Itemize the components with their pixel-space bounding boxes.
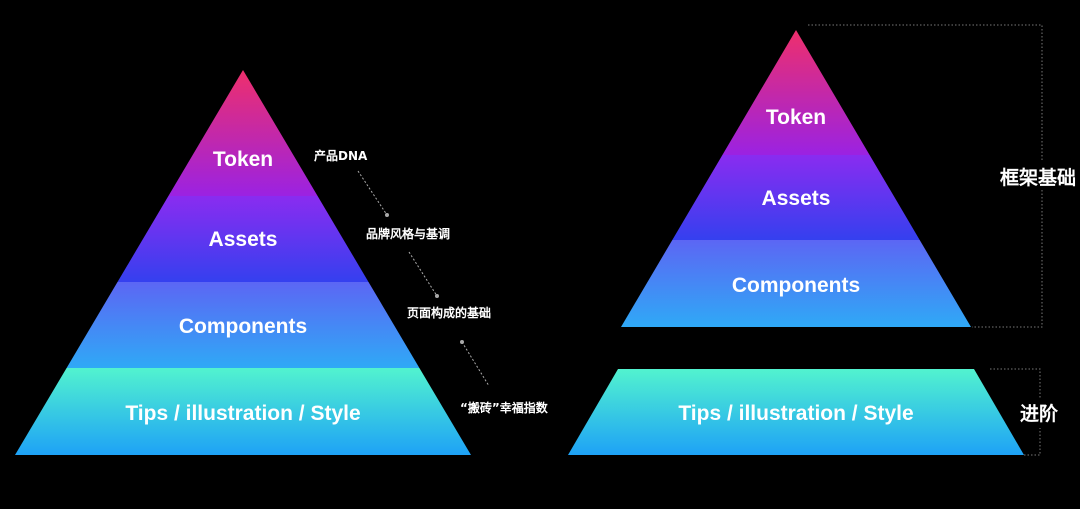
connector-dot	[385, 213, 389, 217]
brackets: 框架基础 进阶	[808, 24, 1076, 456]
left-label-tips: Tips / illustration / Style	[125, 402, 360, 425]
annotation-product-dna: 产品DNA	[314, 148, 368, 163]
dotted-connector	[461, 341, 490, 387]
right-layer-tips	[568, 369, 1024, 455]
dotted-connector	[408, 251, 438, 297]
annotation-brand-style: 品牌风格与基调	[366, 226, 450, 241]
annotations: 产品DNA 品牌风格与基调 页面构成的基础 “搬砖”幸福指数	[314, 148, 549, 415]
left-layer-components	[66, 282, 420, 368]
left-pyramid: Token Assets Components Tips / illustrat…	[15, 70, 471, 455]
label-advanced: 进阶	[1020, 402, 1059, 425]
dotted-connector	[357, 170, 388, 216]
left-label-token: Token	[213, 148, 273, 171]
right-layer-assets	[672, 155, 920, 240]
left-label-assets: Assets	[209, 228, 278, 251]
right-label-token: Token	[766, 106, 826, 129]
right-label-components: Components	[732, 274, 860, 297]
bracket-advanced	[990, 368, 1041, 456]
right-label-tips: Tips / illustration / Style	[678, 402, 913, 425]
left-layer-token	[168, 70, 318, 196]
right-layer-token	[722, 30, 870, 155]
right-layer-components	[621, 240, 971, 327]
right-label-assets: Assets	[762, 187, 831, 210]
right-pyramid: Token Assets Components	[621, 30, 971, 327]
annotation-page-foundation: 页面构成的基础	[407, 305, 491, 320]
connector-dot	[460, 340, 464, 344]
label-framework-foundation: 框架基础	[1000, 166, 1076, 189]
left-label-components: Components	[179, 315, 307, 338]
connector-dot	[435, 294, 439, 298]
left-layer-assets	[117, 196, 369, 282]
annotation-happiness-index: “搬砖”幸福指数	[460, 400, 549, 415]
left-layer-tips	[15, 368, 471, 455]
right-base: Tips / illustration / Style	[568, 369, 1024, 455]
